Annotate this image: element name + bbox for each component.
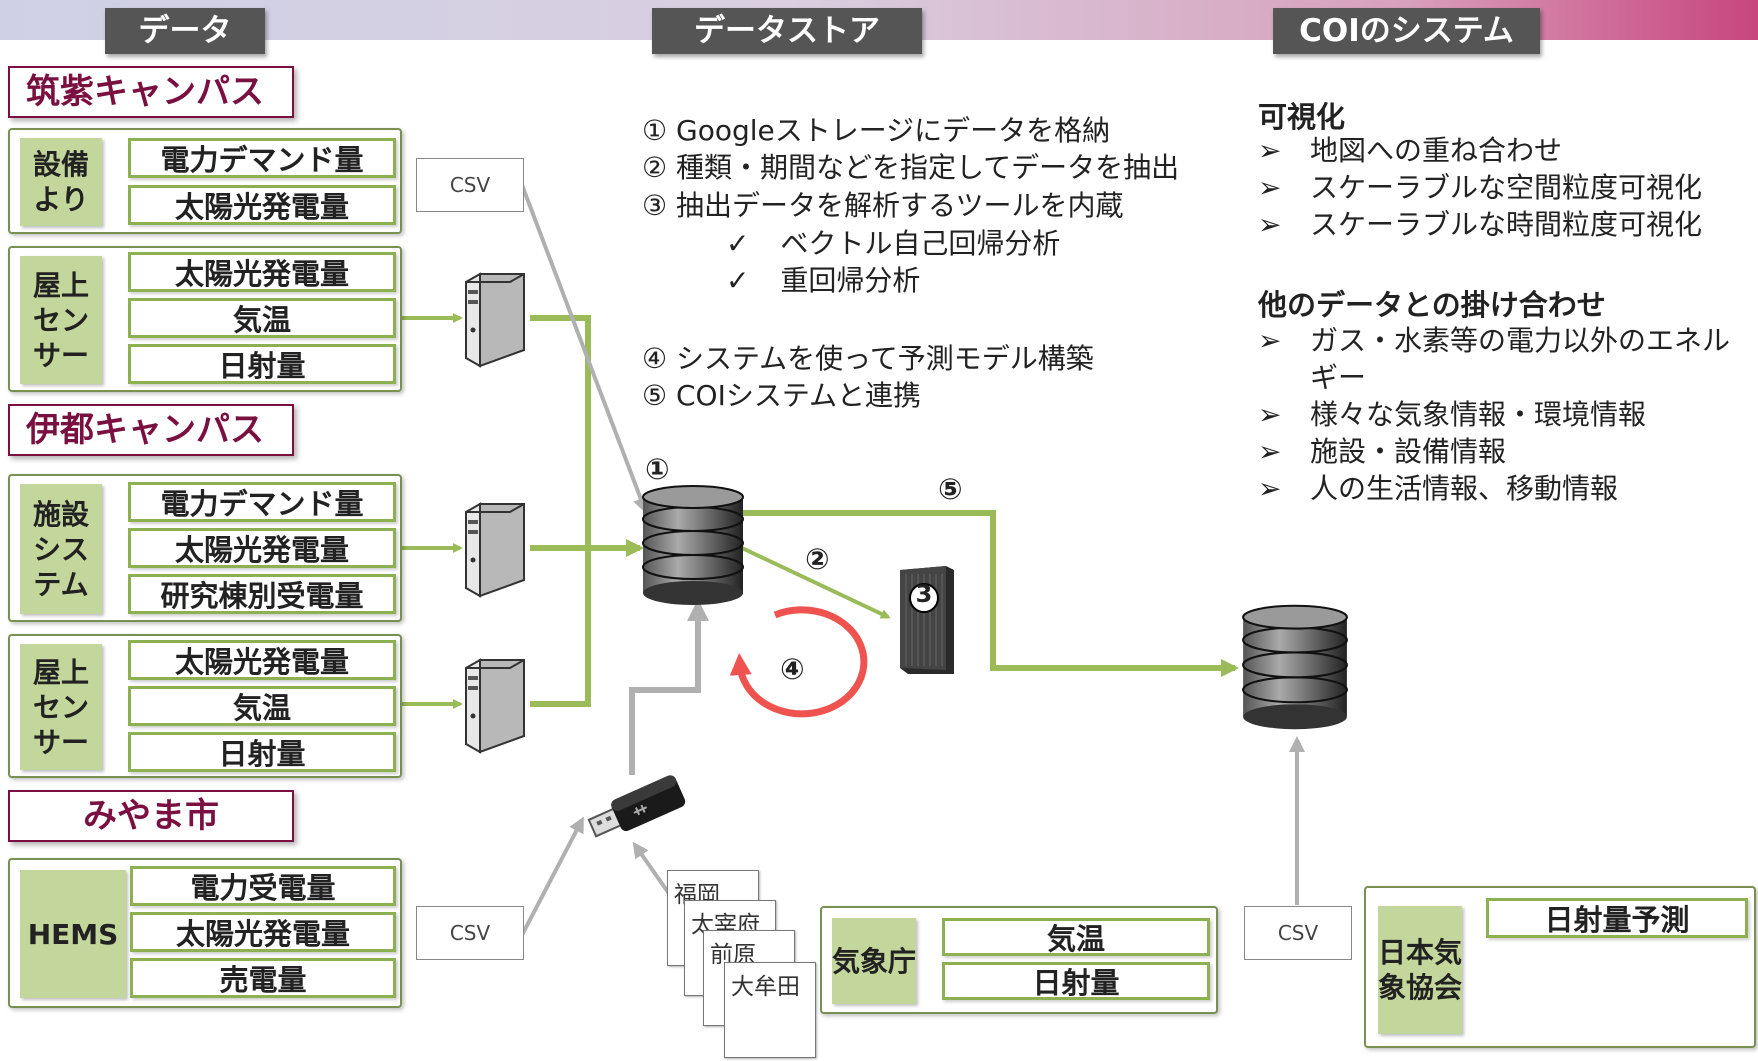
header-data: データ <box>105 8 265 54</box>
arrow-docs-to-usb <box>632 841 672 897</box>
coi-list-item: ➢ 施設・設備情報 <box>1258 433 1748 470</box>
csv-file-top: CSV <box>416 158 524 212</box>
data-item: 売電量 <box>130 958 396 998</box>
coi-list-label: 施設・設備情報 <box>1310 435 1507 468</box>
data-item: 気温 <box>128 298 396 338</box>
data-item: 日射量 <box>942 962 1210 1000</box>
coi-list-label: 人の生活情報、移動情報 <box>1310 472 1619 505</box>
coi-list-label: 様々な気象情報・環境情報 <box>1310 398 1647 431</box>
csv-file-right: CSV <box>1244 906 1352 960</box>
campus-label-chikushi: 筑紫キャンパス <box>8 66 294 118</box>
data-item: 太陽光発電量 <box>128 640 396 680</box>
data-item: 電力デマンド量 <box>128 482 396 522</box>
coi-list-item: ➢ スケーラブルな空間粒度可視化 <box>1258 169 1748 206</box>
arrow-db1-to-tool <box>741 546 891 619</box>
coi-list-item: ➢ 様々な気象情報・環境情報 <box>1258 396 1748 433</box>
cycle-arrow <box>729 606 868 718</box>
csv-file-bottom: CSV <box>416 906 524 960</box>
step-sub-label: 重回帰分析 <box>780 264 921 297</box>
server-icon <box>465 272 525 368</box>
arrow-db1-to-coi-db <box>742 510 1239 677</box>
bullet-arrow-icon: ➢ <box>1258 472 1282 505</box>
bullet-arrow-icon: ➢ <box>1258 134 1282 167</box>
coi-visualization-title: 可視化 <box>1258 100 1346 134</box>
group-title: 屋上センサー <box>20 256 102 384</box>
coi-list-label: スケーラブルな空間粒度可視化 <box>1310 171 1703 204</box>
data-item: 研究棟別受電量 <box>128 574 396 614</box>
data-item: 日射量 <box>128 344 396 384</box>
data-item: 電力受電量 <box>130 866 396 906</box>
arrow-csv-bottom-to-usb <box>520 816 584 936</box>
coi-list-item: ➢ 人の生活情報、移動情報 <box>1258 470 1748 507</box>
data-item: 日射量 <box>128 732 396 772</box>
group-title: 気象庁 <box>832 918 916 1004</box>
group-jwa: 日本気象協会 日射量予測 <box>1364 886 1756 1048</box>
diagram-number-5: ⑤ <box>938 472 963 506</box>
arrow-csv-top-to-db1 <box>520 184 649 514</box>
step-text-2: ② 種類・期間などを指定してデータを抽出 <box>642 151 1180 184</box>
step-sub-item: ✓ 重回帰分析 <box>726 262 920 299</box>
bullet-arrow-icon: ➢ <box>1258 208 1282 241</box>
data-item: 気温 <box>942 918 1210 956</box>
group-chikushi-roof-sensor: 屋上センサー 太陽光発電量 気温 日射量 <box>8 246 402 392</box>
group-ito-facility-system: 施設システム 電力デマンド量 太陽光発電量 研究棟別受電量 <box>8 474 402 622</box>
group-title: HEMS <box>20 870 126 998</box>
step-text-5: ⑤ COIシステムと連携 <box>642 379 922 412</box>
group-ito-roof-sensor: 屋上センサー 太陽光発電量 気温 日射量 <box>8 634 402 778</box>
database-icon <box>642 485 744 605</box>
coi-list-item: ➢ 地図への重ね合わせ <box>1258 132 1748 169</box>
data-item: 太陽光発電量 <box>130 912 396 952</box>
server-icon <box>465 502 525 598</box>
coi-list-label: スケーラブルな時間粒度可視化 <box>1310 208 1703 241</box>
diagram-number-1: ① <box>645 452 670 486</box>
group-chikushi-equipment: 設備より 電力デマンド量 太陽光発電量 <box>8 128 402 234</box>
line-server3-to-bus <box>530 548 591 707</box>
step-text-3: ③ 抽出データを解析するツールを内蔵 <box>642 189 1124 222</box>
bullet-arrow-icon: ➢ <box>1258 435 1282 468</box>
group-miyama-hems: HEMS 電力受電量 太陽光発電量 売電量 <box>8 858 402 1008</box>
analysis-tool-icon <box>900 566 954 674</box>
group-title: 設備より <box>20 138 102 226</box>
line-server1-to-bus <box>530 315 591 548</box>
step-sub-item: ✓ ベクトル自己回帰分析 <box>726 225 1060 262</box>
diagram-number-3: 3 <box>915 580 933 608</box>
data-item: 気温 <box>128 686 396 726</box>
arrow-usb-to-db1 <box>629 599 709 775</box>
step-text-4: ④ システムを使って予測モデル構築 <box>642 342 1094 375</box>
coi-combination-title: 他のデータとの掛け合わせ <box>1258 288 1606 322</box>
campus-label-miyama: みやま市 <box>8 790 294 842</box>
station-document: 大牟田 <box>724 962 816 1058</box>
campus-label-ito: 伊都キャンパス <box>8 404 294 456</box>
group-title: 屋上センサー <box>20 644 102 770</box>
coi-list-label: ガス・水素等の電力以外のエネルギー <box>1310 324 1731 394</box>
header-coi-system: COIのシステム <box>1273 8 1540 54</box>
data-item: 太陽光発電量 <box>128 185 396 225</box>
coi-list-item: ➢ スケーラブルな時間粒度可視化 <box>1258 206 1748 243</box>
data-item: 太陽光発電量 <box>128 528 396 568</box>
bullet-arrow-icon: ➢ <box>1258 398 1282 431</box>
usb-stick-icon <box>587 775 686 838</box>
check-icon: ✓ <box>726 227 750 260</box>
group-jma: 気象庁 気温 日射量 <box>820 906 1218 1014</box>
group-title: 日本気象協会 <box>1378 906 1462 1034</box>
header-datastore: データストア <box>652 8 922 54</box>
step-text-1: ① Googleストレージにデータを格納 <box>642 114 1111 147</box>
server-icon <box>465 658 525 754</box>
coi-list-item: ➢ ガス・水素等の電力以外のエネルギー <box>1258 322 1748 396</box>
diagram-number-4: ④ <box>780 652 805 686</box>
group-title: 施設システム <box>20 484 102 614</box>
data-item: 太陽光発電量 <box>128 252 396 292</box>
check-icon: ✓ <box>726 264 750 297</box>
data-item: 日射量予測 <box>1486 898 1748 938</box>
coi-database-icon <box>1242 604 1348 730</box>
coi-list-label: 地図への重ね合わせ <box>1310 134 1563 167</box>
step-sub-label: ベクトル自己回帰分析 <box>780 227 1061 260</box>
bullet-arrow-icon: ➢ <box>1258 324 1282 357</box>
diagram-number-2: ② <box>805 542 830 576</box>
data-item: 電力デマンド量 <box>128 138 396 178</box>
bullet-arrow-icon: ➢ <box>1258 171 1282 204</box>
